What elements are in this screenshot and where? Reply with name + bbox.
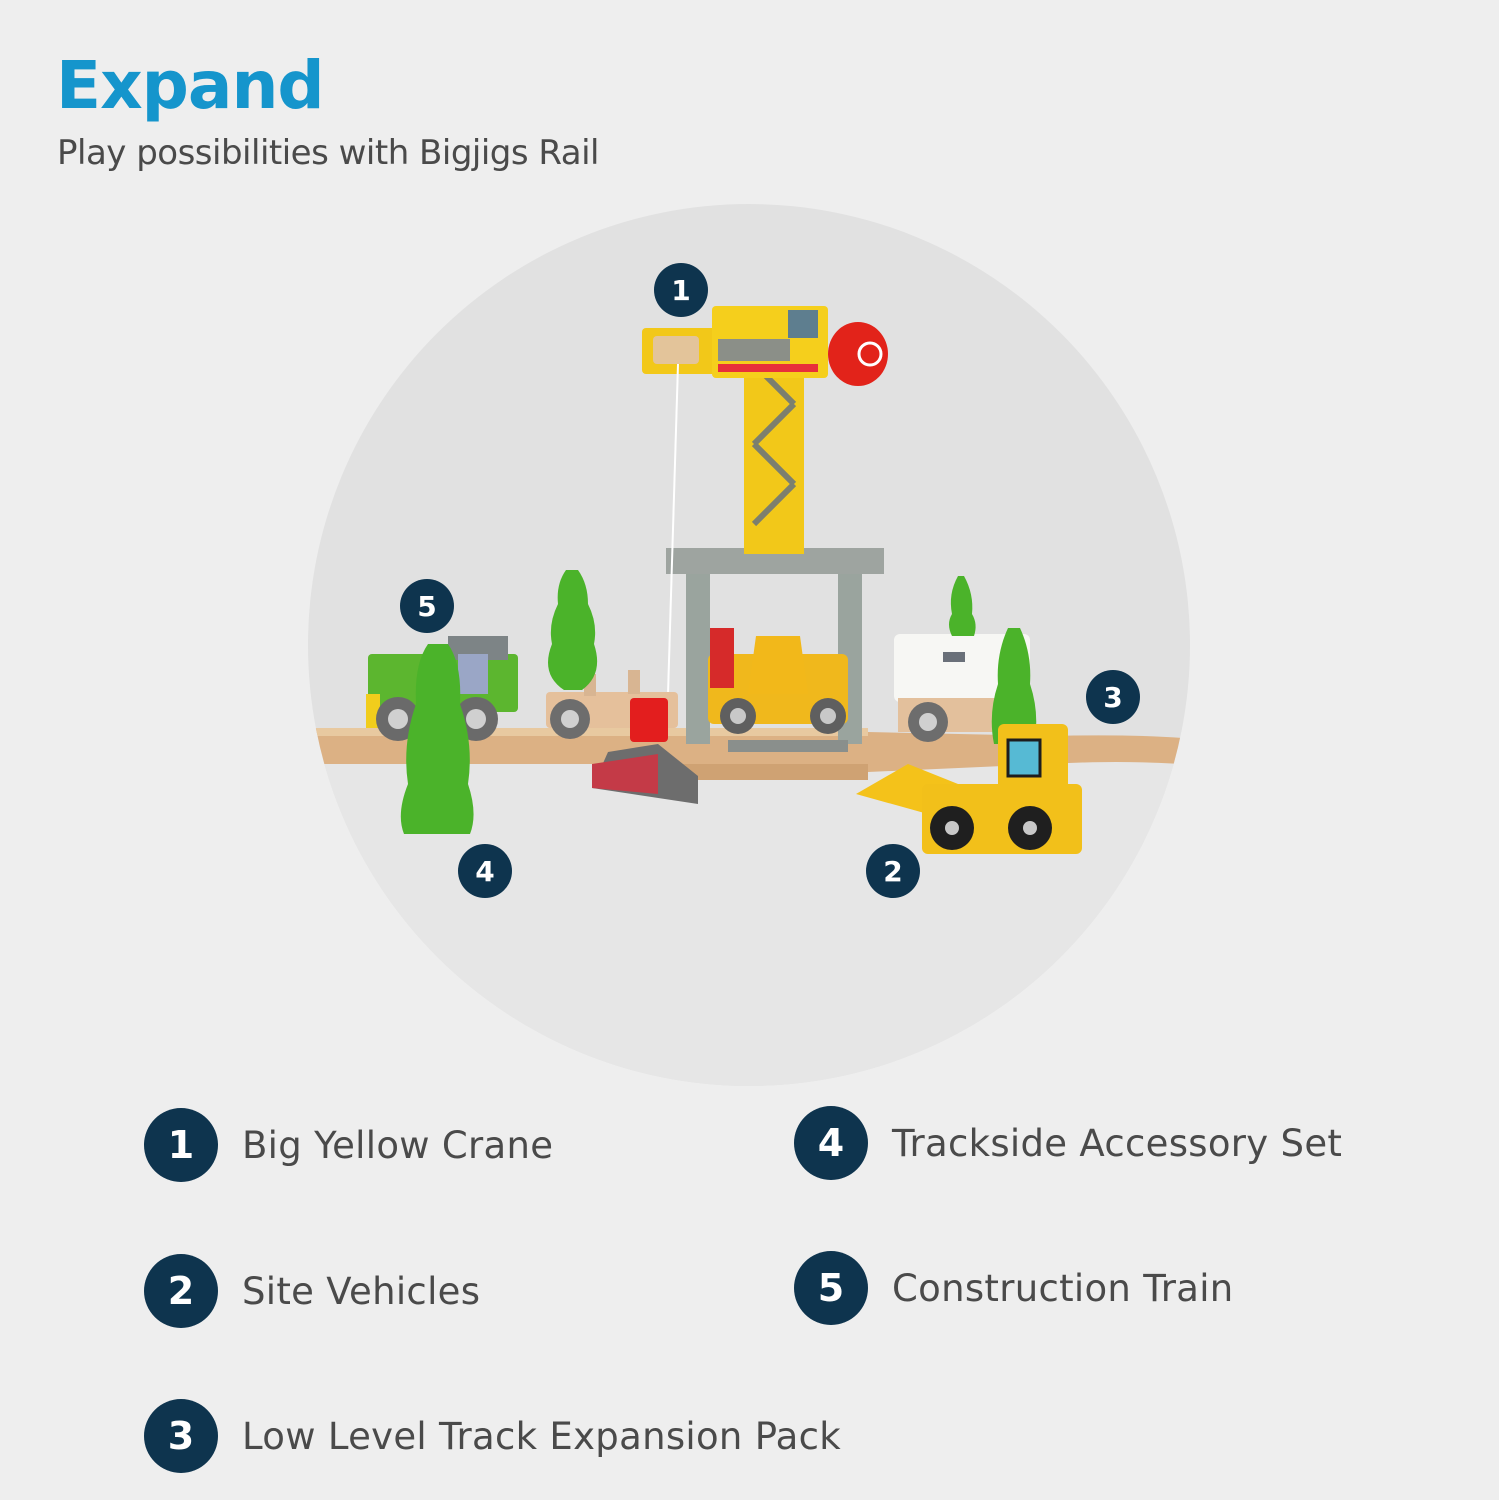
brick-pile	[592, 698, 698, 804]
legend-badge-5: 5	[794, 1251, 868, 1325]
legend-badge-2: 2	[144, 1254, 218, 1328]
cement-mixer-wagon	[708, 628, 848, 734]
page-subtitle: Play possibilities with Bigjigs Rail	[57, 133, 600, 173]
legend-label: Trackside Accessory Set	[892, 1121, 1343, 1165]
callout-badge-1: 1	[654, 263, 708, 317]
callout-badge-2: 2	[866, 844, 920, 898]
legend-badge-1: 1	[144, 1108, 218, 1182]
legend-label: Big Yellow Crane	[242, 1123, 554, 1167]
legend-badge-4: 4	[794, 1106, 868, 1180]
page-title: Expand	[56, 47, 325, 124]
legend-item-trackside-accessory-set: 4 Trackside Accessory Set	[794, 1106, 1342, 1180]
legend-label: Low Level Track Expansion Pack	[242, 1414, 842, 1458]
yellow-bulldozer	[856, 724, 1082, 854]
legend-badge-3: 3	[144, 1399, 218, 1473]
legend-item-site-vehicles: 2 Site Vehicles	[144, 1254, 480, 1328]
trackside-trees	[400, 570, 1037, 834]
legend-label: Construction Train	[892, 1266, 1234, 1310]
legend-item-low-level-track: 3 Low Level Track Expansion Pack	[144, 1399, 841, 1473]
product-scene-image	[308, 204, 1190, 1086]
legend-label: Site Vehicles	[242, 1269, 481, 1313]
callout-badge-4: 4	[458, 844, 512, 898]
yellow-crane	[642, 306, 888, 695]
callout-badge-5: 5	[400, 579, 454, 633]
legend-item-construction-train: 5 Construction Train	[794, 1251, 1234, 1325]
legend-item-big-yellow-crane: 1 Big Yellow Crane	[144, 1108, 553, 1182]
callout-badge-3: 3	[1086, 670, 1140, 724]
toy-train-scene-illustration	[308, 306, 1190, 1086]
